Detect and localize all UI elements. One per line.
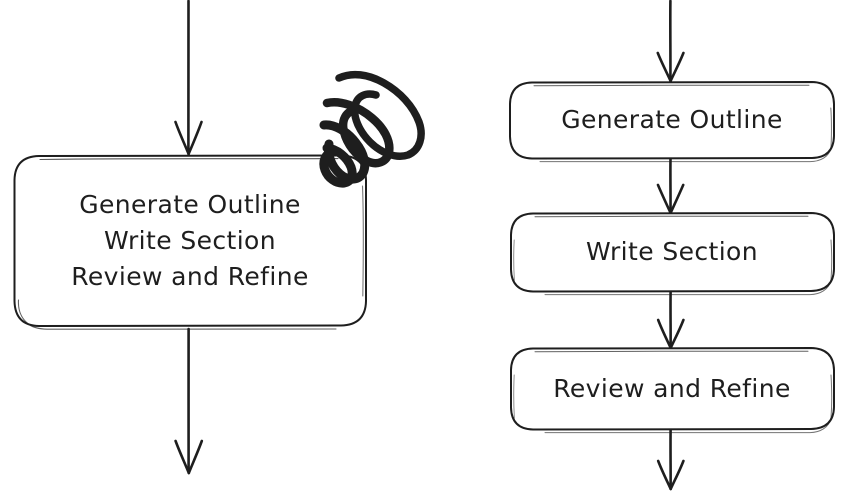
merged-node-box[interactable] [13,154,367,330]
left-outbound-arrow [174,327,204,475]
right-outbound-arrow [656,428,685,491]
scribble-mark-icon [319,70,425,188]
right-inbound-arrow [656,0,685,83]
right-connector-arrow-2 [656,290,685,350]
node-box-write-section[interactable] [510,212,835,296]
node-box-generate-outline[interactable] [509,81,835,163]
right-connector-arrow-1 [656,157,685,215]
node-box-review-and-refine[interactable] [510,347,835,434]
left-inbound-arrow [174,0,203,156]
